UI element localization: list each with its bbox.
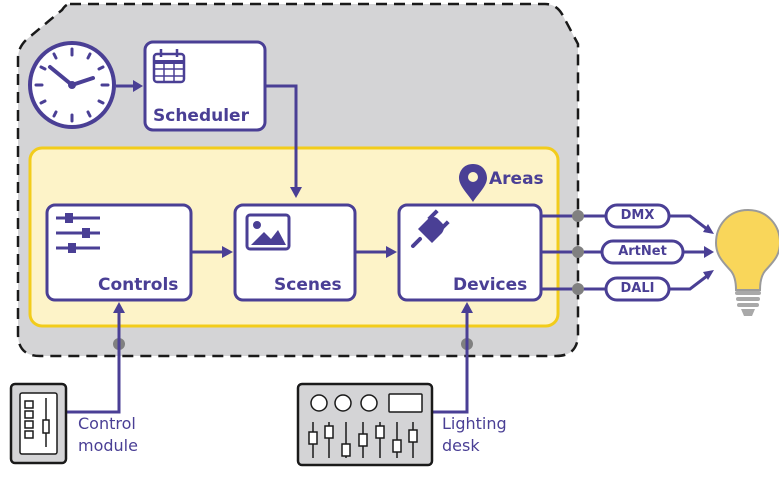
arrow-controls-scenes xyxy=(191,246,233,258)
control-module-line1: Control xyxy=(78,414,136,433)
scenes-label: Scenes xyxy=(274,275,342,295)
devices-label: Devices xyxy=(453,275,528,295)
dmx-label: DMX xyxy=(620,208,655,223)
controls-label: Controls xyxy=(98,275,179,295)
dmx-pill xyxy=(604,203,671,229)
artnet-label: ArtNet xyxy=(618,244,667,259)
arrow-scenes-devices xyxy=(355,246,397,258)
lighting-desk-device xyxy=(296,382,434,467)
arrow-clock-scheduler xyxy=(116,80,143,92)
lighting-desk-line2: desk xyxy=(442,436,480,455)
lighting-desk-line1: Lighting xyxy=(442,414,507,433)
scheduler-label: Scheduler xyxy=(153,106,249,126)
map-pin-icon xyxy=(459,164,487,202)
lighting-desk-label: Lighting desk xyxy=(442,413,507,457)
control-module-device xyxy=(9,382,68,465)
sliders-icon xyxy=(56,213,100,253)
control-module-label: Control module xyxy=(78,413,138,457)
arrow-scheduler-scenes xyxy=(265,84,302,198)
image-icon xyxy=(245,213,291,251)
artnet-pill xyxy=(600,239,685,265)
dali-label: DALI xyxy=(620,281,655,296)
light-bulb-icon xyxy=(714,208,779,316)
dali-pill xyxy=(604,276,671,302)
clock-icon xyxy=(28,41,116,129)
plug-icon xyxy=(411,209,450,248)
control-module-line2: module xyxy=(78,436,138,455)
calendar-icon xyxy=(152,49,186,84)
areas-label: Areas xyxy=(489,169,544,189)
